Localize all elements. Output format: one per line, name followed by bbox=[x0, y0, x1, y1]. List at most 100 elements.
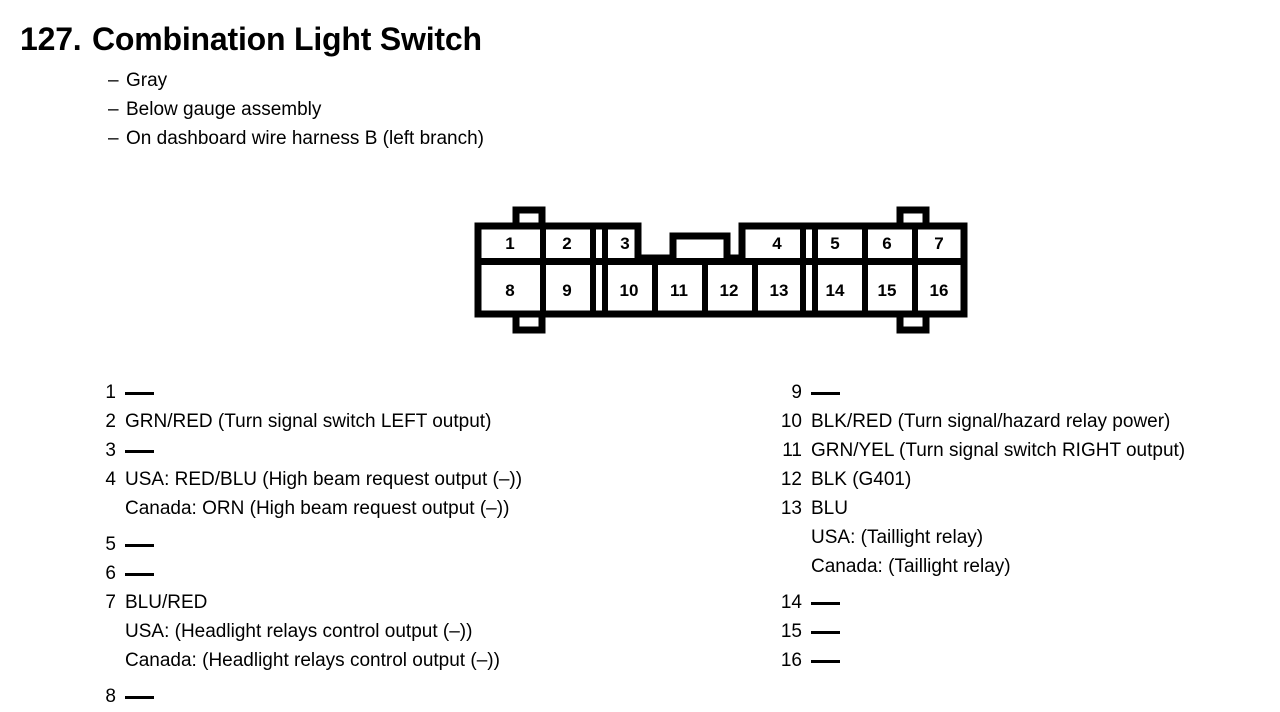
pin-entry-line: Canada: ORN (High beam request output (–… bbox=[125, 498, 510, 519]
pin-entry-15: 15 bbox=[772, 617, 1272, 646]
dash-glyph: – bbox=[108, 128, 119, 149]
pin-entry-line: USA: (Taillight relay) bbox=[811, 527, 984, 548]
pin-entry-12: 12 BLK (G401) bbox=[772, 465, 1272, 494]
pin-entry-index: 9 bbox=[791, 382, 802, 403]
pin-entry-empty-dash bbox=[125, 559, 746, 588]
divider-block-b-c-right bbox=[812, 226, 818, 258]
pin-entry-description bbox=[811, 588, 1272, 617]
connector-pin-12: 12 bbox=[720, 281, 739, 300]
dash-rule bbox=[811, 392, 840, 395]
pin-entry-index: 14 bbox=[780, 592, 802, 613]
pin-entry-9: 9 bbox=[772, 378, 1272, 407]
pin-entry-description bbox=[811, 617, 1272, 646]
pin-entry-empty-dash bbox=[125, 436, 746, 465]
pin-entry-5: 5 bbox=[86, 530, 746, 559]
pin-entry-index: 8 bbox=[105, 686, 116, 707]
pin-entry-4: 4 USA: RED/BLU (High beam request output … bbox=[86, 465, 746, 523]
dash-rule bbox=[811, 602, 840, 605]
connector-pin-5: 5 bbox=[830, 234, 839, 253]
pin-entry-14: 14 bbox=[772, 588, 1272, 617]
pin-entry-description bbox=[125, 530, 746, 559]
connector-pin-3: 3 bbox=[620, 234, 629, 253]
subtitle-item-label: Gray bbox=[126, 70, 168, 91]
divider-pin5-pin6 bbox=[862, 226, 868, 258]
pin-entry-3: 3 bbox=[86, 436, 746, 465]
pin-entry-empty-dash bbox=[811, 378, 1272, 407]
pin-entry-description bbox=[125, 559, 746, 588]
pin-entry-description bbox=[811, 646, 1272, 675]
pin-entry-line: Canada: (Taillight relay) bbox=[811, 556, 1011, 577]
connector-pin-11: 11 bbox=[670, 281, 688, 300]
connector-pin-10: 10 bbox=[620, 281, 639, 300]
pin-entry-index: 5 bbox=[105, 534, 116, 555]
page-title-text: Combination Light Switch bbox=[92, 21, 482, 57]
pin-entry-6: 6 bbox=[86, 559, 746, 588]
pin-entry-line: USA: (Headlight relays control output (–… bbox=[125, 621, 473, 642]
pin-entry-description bbox=[125, 378, 746, 407]
pin-entry-empty-dash bbox=[125, 682, 746, 711]
pin-entry-16: 16 bbox=[772, 646, 1272, 675]
divider-pin11-pin12 bbox=[702, 265, 708, 314]
divider-pin14-pin15 bbox=[862, 265, 868, 314]
divider-pin6-pin7 bbox=[912, 226, 918, 258]
dash-rule bbox=[811, 631, 840, 634]
pin-entry-description: USA: RED/BLU (High beam request output (… bbox=[125, 465, 746, 523]
pin-entry-line: BLK (G401) bbox=[811, 469, 912, 490]
pin-entry-description: BLK/RED (Turn signal/hazard relay power) bbox=[811, 407, 1272, 436]
divider-block-b-c-left-bottom bbox=[800, 265, 806, 314]
pin-entry-line: USA: RED/BLU (High beam request output (… bbox=[125, 469, 523, 490]
pin-entry-empty-dash bbox=[811, 617, 1272, 646]
connector-pin-8: 8 bbox=[505, 281, 514, 300]
pin-entry-description: GRN/YEL (Turn signal switch RIGHT output… bbox=[811, 436, 1272, 465]
pin-entry-1: 1 bbox=[86, 378, 746, 407]
pin-entry-line: Canada: (Headlight relays control output… bbox=[125, 650, 500, 671]
page-title: 127.Combination Light Switch bbox=[20, 20, 1260, 58]
pin-entry-empty-dash bbox=[811, 646, 1272, 675]
pin-entry-index: 4 bbox=[105, 469, 116, 490]
connector-pin-15: 15 bbox=[878, 281, 897, 300]
pin-entry-index: 12 bbox=[780, 469, 802, 490]
subtitle-item-label: On dashboard wire harness B (left branch… bbox=[126, 128, 485, 149]
subtitle-list: – Gray – Below gauge assembly – On dashb… bbox=[108, 66, 1260, 153]
divider-pin12-pin13 bbox=[752, 265, 758, 314]
dash-glyph: – bbox=[108, 99, 119, 120]
subtitle-item-0: – Gray bbox=[108, 66, 1260, 95]
connector-pinout-diagram: 1 2 3 4 5 6 7 8 9 10 11 12 13 14 15 16 bbox=[466, 196, 986, 346]
pin-entry-line: GRN/YEL (Turn signal switch RIGHT output… bbox=[811, 440, 1186, 461]
divider-pin1-pin2 bbox=[540, 226, 546, 258]
pin-entry-description bbox=[811, 378, 1272, 407]
connector-pin-14: 14 bbox=[826, 281, 845, 300]
pin-entry-description: GRN/RED (Turn signal switch LEFT output) bbox=[125, 407, 746, 436]
connector-svg: 1 2 3 4 5 6 7 8 9 10 11 12 13 14 15 16 bbox=[474, 206, 968, 334]
pin-entry-index: 13 bbox=[780, 498, 802, 519]
dash-rule bbox=[811, 660, 840, 663]
pin-entry-index: 10 bbox=[780, 411, 802, 432]
dash-rule bbox=[125, 392, 154, 395]
pin-entry-empty-dash bbox=[125, 378, 746, 407]
pin-entry-description: BLK (G401) bbox=[811, 465, 1272, 494]
pin-entry-10: 10 BLK/RED (Turn signal/hazard relay powe… bbox=[772, 407, 1272, 436]
dash-rule bbox=[125, 544, 154, 547]
connector-pin-13: 13 bbox=[770, 281, 789, 300]
pin-entry-index: 15 bbox=[780, 621, 802, 642]
connector-pin-16: 16 bbox=[930, 281, 949, 300]
subtitle-item-label: Below gauge assembly bbox=[126, 99, 322, 120]
connector-pin-9: 9 bbox=[562, 281, 571, 300]
pin-entry-line: GRN/RED (Turn signal switch LEFT output) bbox=[125, 411, 492, 432]
pin-entry-index: 6 bbox=[105, 563, 116, 584]
dash-glyph: – bbox=[108, 70, 119, 91]
subtitle-item-2: – On dashboard wire harness B (left bran… bbox=[108, 124, 1260, 153]
header-block: 127.Combination Light Switch – Gray – Be… bbox=[20, 20, 1260, 153]
dash-rule bbox=[125, 573, 154, 576]
pin-entry-index: 1 bbox=[105, 382, 116, 403]
divider-block-a-b-left bbox=[590, 226, 596, 258]
pin-list-right: 9 10 BLK/RED (Turn signal/hazard relay pow… bbox=[772, 378, 1272, 675]
pin-entry-empty-dash bbox=[125, 530, 746, 559]
pin-entry-line: BLU/RED bbox=[125, 592, 208, 613]
divider-pin8-pin9 bbox=[540, 265, 546, 314]
pin-entry-8: 8 bbox=[86, 682, 746, 711]
